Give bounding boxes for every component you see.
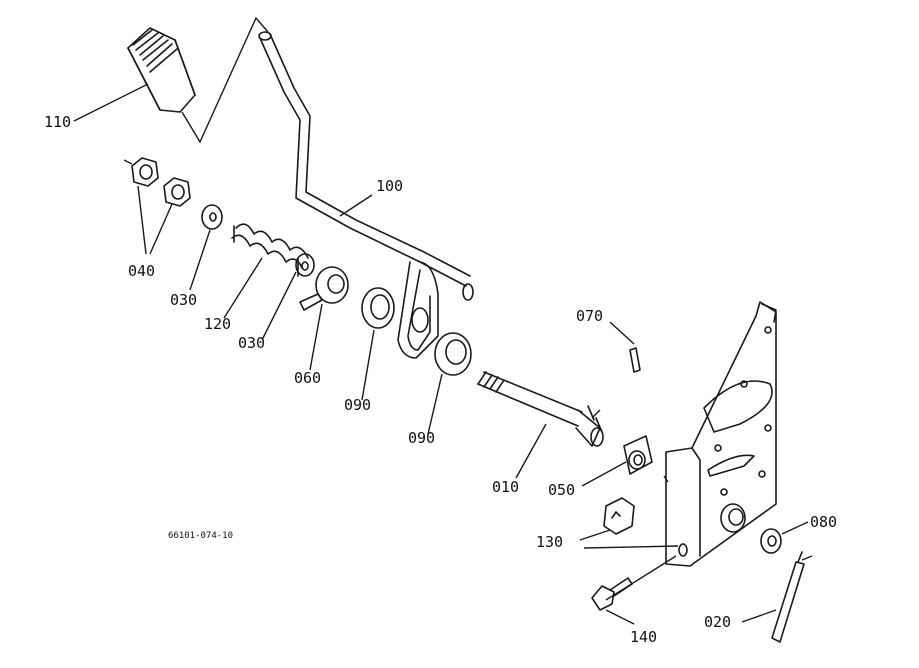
shaft-010 bbox=[477, 371, 604, 447]
callout-080: 080 bbox=[810, 513, 837, 531]
callout-020: 020 bbox=[704, 613, 731, 631]
callout-070: 070 bbox=[576, 307, 603, 325]
pedal-pad-110 bbox=[127, 27, 196, 113]
drawing-number: 66101-074-10 bbox=[168, 531, 233, 541]
callout-110: 110 bbox=[44, 113, 71, 131]
washer-080 bbox=[760, 528, 782, 554]
washer-030-left bbox=[201, 204, 223, 230]
spring-pin-070 bbox=[629, 347, 641, 373]
washer-030-right bbox=[295, 253, 315, 277]
callout-050: 050 bbox=[548, 481, 575, 499]
washer-090-right bbox=[434, 332, 472, 376]
callout-140: 140 bbox=[630, 628, 657, 646]
callout-120: 120 bbox=[204, 315, 231, 333]
pedal-arm-100 bbox=[258, 31, 474, 359]
callout-090-right: 090 bbox=[408, 429, 435, 447]
callout-010: 010 bbox=[492, 478, 519, 496]
callout-060: 060 bbox=[294, 369, 321, 387]
callout-130: 130 bbox=[536, 533, 563, 551]
pin-020 bbox=[771, 551, 805, 643]
break-line bbox=[181, 16, 269, 144]
collar-060 bbox=[299, 266, 349, 311]
washer-090-left bbox=[361, 287, 395, 329]
clip-130 bbox=[603, 497, 635, 535]
mounting-plate bbox=[665, 301, 777, 567]
callout-090-left: 090 bbox=[344, 396, 371, 414]
leader-lines bbox=[73, 83, 813, 625]
bolt-140 bbox=[591, 577, 633, 611]
callout-030-right: 030 bbox=[238, 334, 265, 352]
callout-030-left: 030 bbox=[170, 291, 197, 309]
callout-040: 040 bbox=[128, 262, 155, 280]
collar-050 bbox=[623, 435, 653, 475]
nut-040 bbox=[131, 157, 191, 207]
callout-100: 100 bbox=[376, 177, 403, 195]
